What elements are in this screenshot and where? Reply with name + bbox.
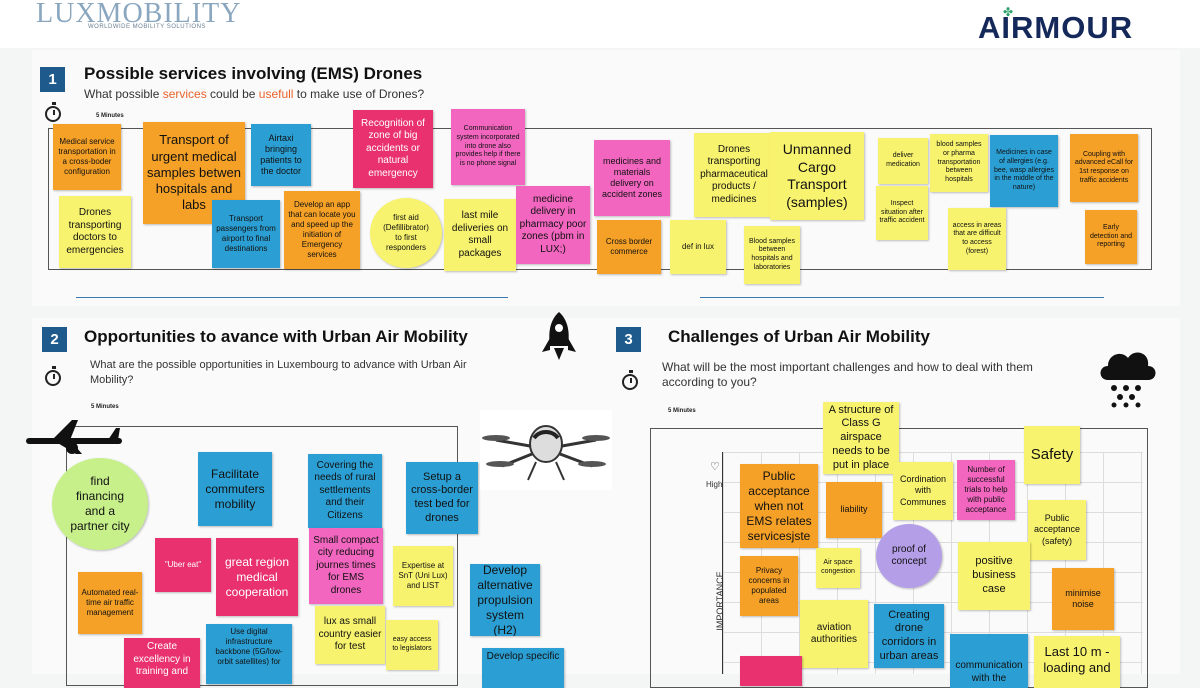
sticky-note [740, 656, 802, 686]
sticky-note: Create excellency in training and [124, 638, 200, 688]
heart-icon: ♡ [710, 460, 720, 473]
cloud-icon [1096, 342, 1158, 408]
sticky-note: Early detection and reporting [1085, 210, 1137, 264]
sticky-note: Number of successful trials to help with… [957, 460, 1015, 520]
airmour-logo: AIRMOUR [978, 12, 1133, 44]
sticky-note: Medical service transportation in a cros… [53, 124, 121, 190]
axis-high-label: High [706, 480, 722, 489]
sticky-note: great region medical cooperation [216, 538, 298, 616]
sticky-note: Communication system incorporated into d… [451, 109, 525, 185]
sticky-note: Unmanned Cargo Transport (samples) [770, 132, 864, 220]
airmour-leaf-icon: ✤ [1003, 6, 1013, 18]
section-1-title: Possible services involving (EMS) Drones [84, 64, 422, 84]
drone-image [480, 410, 612, 490]
sticky-note: liability [826, 482, 882, 538]
sticky-note: Transport passengers from airport to fin… [212, 200, 280, 268]
timer-icon [45, 106, 61, 122]
sticky-note: first aid (Defillibrator) to first respo… [370, 198, 442, 268]
section-1-question: What possible services could be usefull … [84, 87, 424, 102]
sticky-note: Coupling with advanced eCall for 1st res… [1070, 134, 1138, 202]
timer-icon [622, 374, 638, 390]
sticky-note: find financing and a partner city [52, 458, 148, 550]
sticky-note: Develop alternative propulsion system (H… [470, 564, 540, 636]
sticky-note: minimise noise [1052, 568, 1114, 630]
sticky-note: Airtaxi bringing patients to the doctor [251, 124, 311, 186]
sticky-note: proof of concept [876, 524, 942, 588]
section-2-number: 2 [42, 327, 67, 352]
sticky-note: Use digital infrastructure backbone (5G/… [206, 624, 292, 684]
sticky-note: last mile deliveries on small packages [444, 199, 516, 271]
sticky-note: medicines and materials delivery on acci… [594, 140, 670, 216]
sticky-note: Setup a cross-border test bed for drones [406, 462, 478, 534]
minutes-label: 5 Minutes [91, 404, 119, 410]
sticky-note: A structure of Class G airspace needs to… [823, 402, 899, 474]
sticky-note: aviation authorities [800, 600, 868, 668]
axis-label: IMPORTANCE [715, 571, 725, 631]
sticky-note: Creating drone corridors in urban areas [874, 604, 944, 668]
sticky-note: access in areas that are difficult to ac… [948, 208, 1006, 270]
sticky-note: Public acceptance when not EMS relates s… [740, 464, 818, 548]
rocket-icon [538, 310, 580, 362]
sticky-note: Expertise at SnT (Uni Lux) and LIST [393, 546, 453, 606]
sticky-note: Drones transporting pharmaceutical produ… [694, 133, 774, 217]
sticky-note: positive business case [958, 542, 1030, 610]
header: LUXMOBILITY WORLDWIDE MOBILITY SOLUTIONS… [0, 0, 1200, 48]
sticky-note: deliver medication [878, 138, 928, 184]
sticky-note: Cordination with Communes [893, 462, 953, 520]
sticky-note: Develop an app that can locate you and s… [284, 191, 360, 269]
sticky-note: Develop specific [482, 648, 564, 688]
sticky-note: Public acceptance (safety) [1028, 500, 1086, 560]
sticky-note: easy access to legislators [386, 620, 438, 670]
section-3-title: Challenges of Urban Air Mobility [668, 327, 930, 347]
sticky-note: blood samples or pharma transportation b… [930, 134, 988, 192]
sticky-note: communication with the [950, 634, 1028, 688]
sticky-note: Medicines in case of allergies (e.g. bee… [990, 135, 1058, 207]
minutes-label: 5 Minutes [96, 113, 124, 119]
sticky-note: Cross border commerce [597, 220, 661, 274]
sticky-note: Covering the needs of rural settlements … [308, 454, 382, 528]
sticky-note: medicine delivery in pharmacy poor zones… [516, 186, 590, 264]
airplane-icon [22, 414, 126, 458]
sticky-note: Inspect situation after traffic accident [876, 186, 928, 240]
sticky-note: "Uber eat" [155, 538, 211, 592]
sticky-note: Small compact city reducing journes time… [309, 528, 383, 604]
sticky-note: Facilitate commuters mobility [198, 452, 272, 526]
sticky-note: Automated real-time air traffic manageme… [78, 572, 142, 634]
divider-line [700, 297, 1104, 298]
section-1-number: 1 [40, 67, 65, 92]
sticky-note: Privacy concerns in populated areas [740, 556, 798, 616]
sticky-note: Air space congestion [816, 548, 860, 588]
sticky-note: def in lux [670, 220, 726, 274]
sticky-note: Recognition of zone of big accidents or … [353, 110, 433, 188]
timer-icon [45, 370, 61, 386]
sticky-note: Safety [1024, 426, 1080, 484]
section-3-number: 3 [616, 327, 641, 352]
sticky-note: lux as small country easier for test [315, 606, 385, 664]
luxmobility-tagline: WORLDWIDE MOBILITY SOLUTIONS [88, 24, 206, 30]
section-2-question: What are the possible opportunities in L… [90, 358, 470, 388]
divider-line [76, 297, 508, 298]
sticky-note: Blood samples between hospitals and labo… [744, 226, 800, 284]
section-2-title: Opportunities to avance with Urban Air M… [84, 327, 468, 347]
minutes-label: 5 Minutes [668, 408, 696, 414]
section-3-question: What will be the most important challeng… [662, 360, 1082, 390]
sticky-note: Drones transporting doctors to emergenci… [59, 196, 131, 268]
sticky-note: Last 10 m - loading and [1034, 636, 1120, 688]
